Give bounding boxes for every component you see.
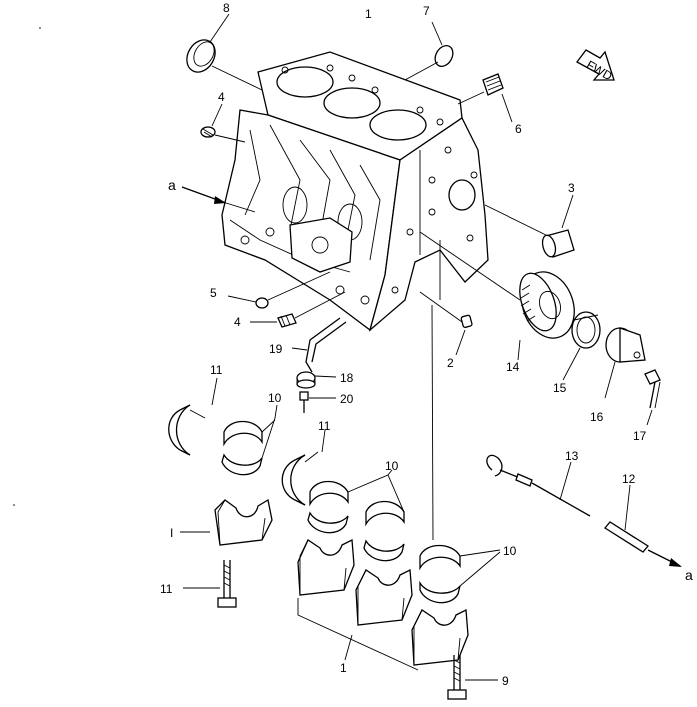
label-17: 17 [633, 429, 647, 443]
label-9: 9 [502, 674, 509, 688]
label-a-left: a [168, 177, 176, 193]
label-18: 18 [340, 371, 354, 385]
label-10-middle: 10 [385, 459, 399, 473]
label-14: 14 [506, 360, 520, 374]
part-13-dipstick [486, 454, 591, 517]
label-10-upper: 10 [268, 391, 282, 405]
part-4-plug-lower [277, 313, 297, 328]
part-11-thrust-washer-upper [168, 404, 191, 456]
part-3-bushing [541, 229, 575, 258]
part-19-pipe [305, 317, 347, 373]
part-10-bearing-upper [221, 420, 263, 476]
part-17-bolt [644, 369, 661, 409]
part-11-thrust-washer-middle [281, 454, 306, 506]
label-4-lower: 4 [234, 315, 241, 329]
label-11-upper: 11 [210, 363, 223, 377]
part-12-tube [604, 521, 649, 553]
part-4-plug-top [200, 126, 216, 138]
label-6: 6 [515, 122, 522, 136]
part-10-bearing-lower-right [419, 544, 461, 604]
part-10-bearing-middle-b [363, 500, 405, 562]
part-15-bushing [571, 311, 601, 349]
part-8-plug [186, 39, 216, 73]
label-5: 5 [210, 286, 217, 300]
label-11-bolt: 11 [160, 582, 173, 596]
fwd-arrow-icon: FWD [576, 49, 615, 84]
label-16: 16 [590, 410, 604, 424]
part-6-plug [482, 73, 504, 96]
bearing-cap-left [214, 498, 273, 546]
label-8: 8 [223, 1, 230, 15]
part-5-plug [255, 297, 269, 309]
label-i: I [170, 526, 173, 540]
part-20-bolt [299, 391, 309, 413]
label-4-top: 4 [218, 90, 225, 104]
label-a-right: a [685, 567, 693, 583]
part-9-bolt [447, 655, 467, 700]
label-1-top: 1 [365, 7, 372, 21]
label-12: 12 [622, 472, 636, 486]
part-7-plug [434, 45, 454, 67]
bearing-cap-middle-b [355, 568, 413, 626]
label-11-middle: 11 [318, 419, 331, 433]
label-13: 13 [565, 449, 579, 463]
label-2: 2 [447, 356, 454, 370]
label-3: 3 [568, 181, 575, 195]
part-10-bearing-middle-a [307, 480, 349, 534]
part-14-gear [519, 271, 575, 339]
label-7: 7 [423, 4, 430, 18]
label-10-lower: 10 [503, 544, 517, 558]
label-15: 15 [553, 381, 567, 395]
part-18-cap [296, 371, 316, 389]
part-2-dowel [460, 314, 473, 329]
part-11-bolt [217, 560, 237, 608]
label-1-bottom: 1 [340, 661, 347, 675]
label-19: 19 [269, 342, 283, 356]
bearing-cap-middle-a [297, 538, 355, 596]
bearing-cap-right [411, 608, 469, 666]
label-20: 20 [340, 392, 354, 406]
cylinder-block [221, 51, 489, 332]
part-16-shaft [605, 327, 646, 363]
